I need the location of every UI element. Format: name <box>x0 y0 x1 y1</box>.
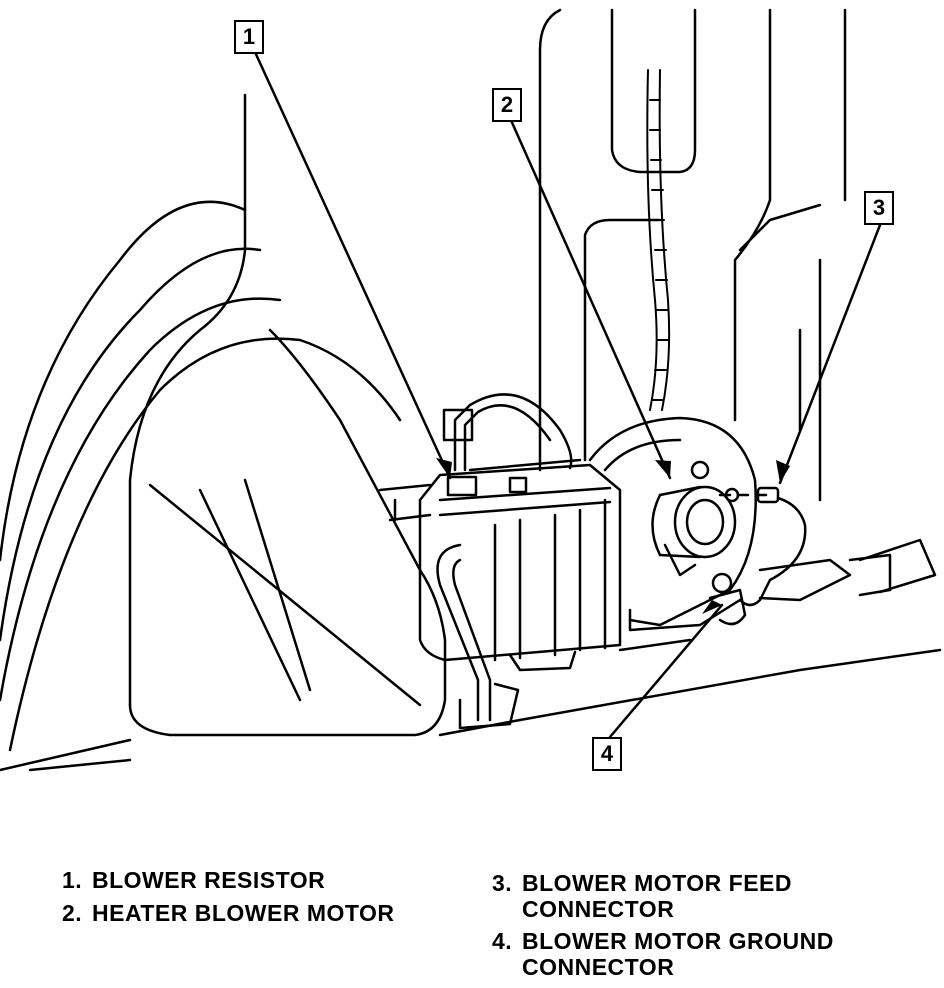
resistor-pigtail <box>442 393 573 472</box>
firewall-panel <box>538 8 847 502</box>
legend-right: 3. BLOWER MOTOR FEED CONNECTOR 4. BLOWER… <box>492 870 834 980</box>
leader-arrowheads <box>436 458 790 614</box>
callout-4: 4 <box>592 737 622 771</box>
wiring-harness <box>646 69 671 411</box>
legend-text: BLOWER MOTOR GROUND CONNECTOR <box>522 928 834 980</box>
legend-item-1: 1. BLOWER RESISTOR <box>62 867 395 893</box>
legend-number: 3. <box>492 870 513 896</box>
legend-text: BLOWER MOTOR FEED CONNECTOR <box>522 870 793 922</box>
legend-left: 1. BLOWER RESISTOR 2. HEATER BLOWER MOTO… <box>62 867 395 926</box>
heater-hose <box>436 543 520 730</box>
callout-2: 2 <box>492 88 522 122</box>
motor-wiring <box>708 486 937 626</box>
floor-ledge <box>378 458 942 737</box>
leader-lines <box>253 50 882 739</box>
legend-text: HEATER BLOWER MOTOR <box>92 900 395 926</box>
legend-item-2: 2. HEATER BLOWER MOTOR <box>62 900 395 926</box>
legend-item-4: 4. BLOWER MOTOR GROUND CONNECTOR <box>492 928 834 980</box>
wheel-well-panel <box>0 93 447 772</box>
legend-item-3: 3. BLOWER MOTOR FEED CONNECTOR <box>492 870 834 922</box>
legend-number: 1. <box>62 867 83 893</box>
legend-number: 2. <box>62 900 83 926</box>
legend-number: 4. <box>492 928 513 954</box>
callout-1: 1 <box>234 20 264 54</box>
blower-housing <box>588 416 757 632</box>
legend-text: BLOWER RESISTOR <box>92 867 326 893</box>
blower-resistor-module <box>418 463 622 672</box>
callout-3: 3 <box>864 191 894 225</box>
motor-body <box>651 460 740 577</box>
